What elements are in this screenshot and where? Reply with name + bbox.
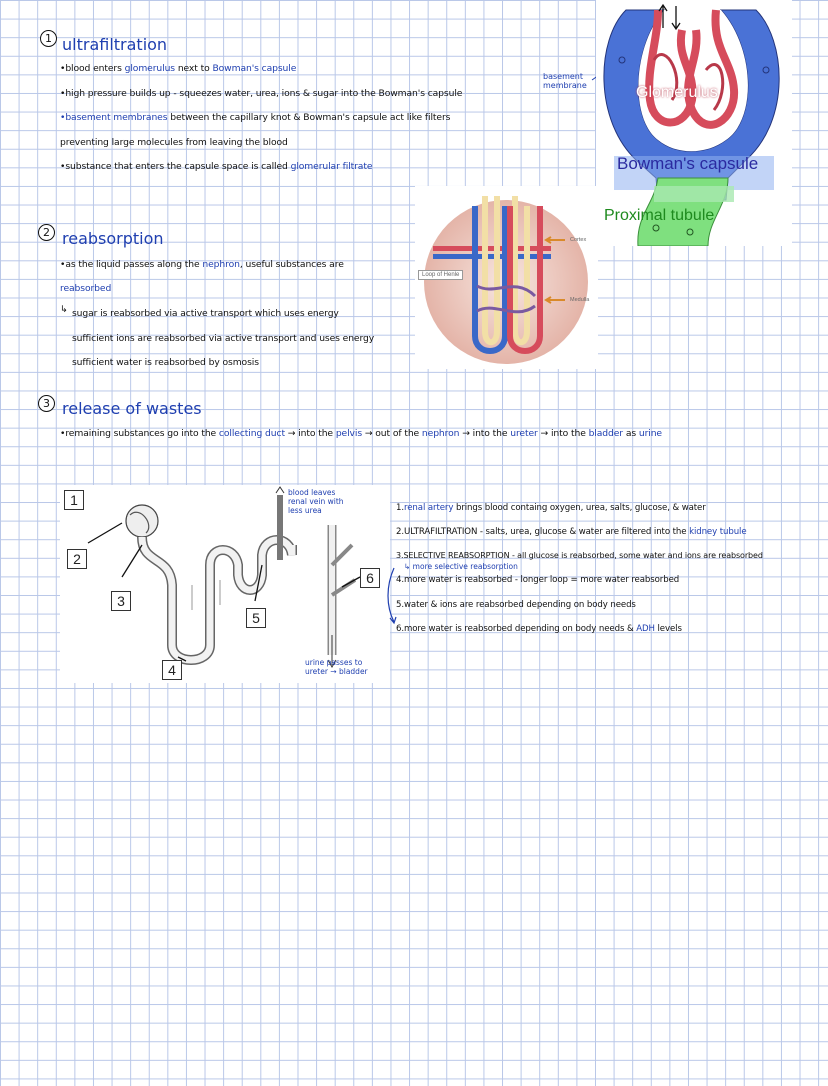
proximal-tubule-label: Proximal tubule: [604, 207, 715, 224]
section-title-release-of-wastes: release of wastes: [62, 399, 202, 418]
nephron-label-3: 3: [111, 591, 131, 611]
ultrafiltration-line-2: •high pressure builds up - squeezes wate…: [60, 88, 463, 99]
section-number-2: 2: [38, 224, 55, 241]
ultrafiltration-line-3: •basement membranes between the capillar…: [60, 112, 451, 123]
release-line: •remaining substances go into the collec…: [60, 428, 662, 439]
reabsorption-line-3: sugar is reabsorbed via active transport…: [72, 308, 339, 319]
section-number-3: 3: [38, 395, 55, 412]
step-4: 4.more water is reabsorbed - longer loop…: [396, 575, 680, 585]
section-title-reabsorption: reabsorption: [62, 229, 164, 248]
loop-of-henle-label: Loop of Henle: [418, 270, 464, 280]
reabsorption-line-5: sufficient water is reabsorbed by osmosi…: [72, 357, 259, 368]
renal-vein-note: blood leaves renal vein with less urea: [288, 488, 344, 515]
step-3: 3.SELECTIVE REABSORPTION - all glucose i…: [396, 551, 763, 560]
reabsorption-line-2: reabsorbed: [60, 283, 112, 294]
cortex-label: Cortex: [570, 237, 587, 243]
ultrafiltration-line-4: preventing large molecules from leaving …: [60, 137, 288, 148]
step-1: 1.renal artery brings blood containg oxy…: [396, 503, 706, 513]
selective-reabsorption-note: ↳ more selective reabsorption: [404, 562, 518, 571]
basement-membrane-annotation: basement membrane: [543, 72, 587, 90]
step-2: 2.ULTRAFILTRATION - salts, urea, glucose…: [396, 527, 747, 537]
bracket-arrow: [387, 567, 397, 625]
nephron-label-5: 5: [246, 608, 266, 628]
reabsorption-line-4: sufficient ions are reabsorbed via activ…: [72, 333, 375, 344]
nephron-label-2: 2: [67, 549, 87, 569]
step-6: 6.more water is reabsorbed depending on …: [396, 624, 682, 634]
loop-of-henle-diagram: [415, 186, 598, 369]
nephron-label-6: 6: [360, 568, 380, 588]
ultrafiltration-line-5: •substance that enters the capsule space…: [60, 161, 373, 172]
nephron-diagram: 1 2 3 4 5 6: [60, 485, 390, 683]
urine-note: urine passes to ureter → bladder: [305, 658, 368, 676]
glomerulus-label: Glomerulus: [636, 84, 718, 101]
reabsorption-arrow: ↳: [60, 304, 68, 315]
ultrafiltration-line-1: •blood enters glomerulus next to Bowman'…: [60, 63, 297, 74]
nephron-label-4: 4: [162, 660, 182, 680]
reabsorption-line-1: •as the liquid passes along the nephron,…: [60, 259, 344, 270]
section-title-ultrafiltration: ultrafiltration: [62, 35, 168, 54]
bowmans-capsule-label: Bowman's capsule: [617, 154, 759, 173]
section-number-1: 1: [40, 30, 57, 47]
glomerulus-diagram: [596, 0, 792, 247]
medulla-label: Medulla: [570, 297, 590, 303]
nephron-label-1: 1: [64, 490, 84, 510]
step-5: 5.water & ions are reabsorbed depending …: [396, 600, 636, 610]
